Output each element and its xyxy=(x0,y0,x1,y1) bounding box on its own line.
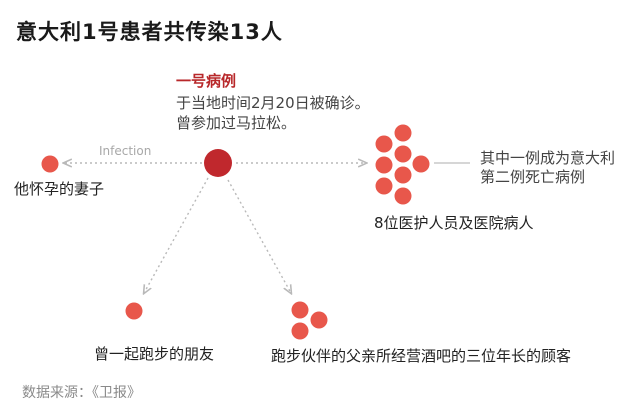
medical-label: 8位医护人员及医院病人 xyxy=(374,214,534,232)
medical-dot xyxy=(394,166,412,184)
patient-zero-line1: 于当地时间2月20日被确诊。 xyxy=(176,94,370,112)
patient-zero-heading: 一号病例 xyxy=(176,72,237,90)
arrow-to-friend xyxy=(144,177,209,293)
friend-dot xyxy=(125,302,143,320)
bar-customer-dot xyxy=(291,301,309,319)
medical-dot xyxy=(375,156,393,174)
patient-zero-dot xyxy=(204,149,232,177)
wife-label: 他怀孕的妻子 xyxy=(14,180,105,198)
medical-dot xyxy=(394,187,412,205)
source-note: 数据来源：《卫报》 xyxy=(22,385,141,401)
medical-note-line2: 第二例死亡病例 xyxy=(480,168,586,186)
bar-label: 跑步伙伴的父亲所经营酒吧的三位年长的顾客 xyxy=(271,347,572,365)
medical-dot xyxy=(394,145,412,163)
patient-zero-line2: 曾参加过马拉松。 xyxy=(176,114,297,132)
medical-dot xyxy=(375,135,393,153)
medical-cluster xyxy=(375,124,430,205)
bar-customer-dot xyxy=(291,322,309,340)
medical-dot xyxy=(375,177,393,195)
friend-label: 曾一起跑步的朋友 xyxy=(94,345,215,363)
medical-note-line1: 其中一例成为意大利 xyxy=(480,149,616,167)
page-title: 意大利1号患者共传染13人 xyxy=(16,20,283,44)
wife-dot xyxy=(41,155,59,173)
medical-dot xyxy=(412,155,430,173)
bar-customer-dot xyxy=(310,311,328,329)
medical-dot xyxy=(394,124,412,142)
arrow-to-bar xyxy=(227,179,291,293)
bar-cluster xyxy=(291,301,328,340)
infection-label: Infection xyxy=(99,144,152,158)
